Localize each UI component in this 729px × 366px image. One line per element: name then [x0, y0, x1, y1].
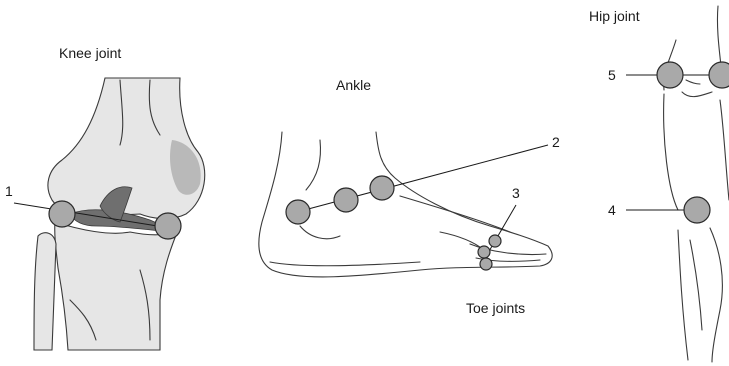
knee-joint-right	[155, 213, 181, 239]
knee-joint-left	[49, 201, 75, 227]
label-toe: Toe joints	[466, 300, 525, 316]
hip-illustration	[664, 6, 729, 362]
ankle-joint-1	[286, 200, 310, 224]
ankle-joint-2	[334, 188, 358, 212]
tibia	[55, 222, 178, 350]
hip-joint-left	[657, 62, 683, 88]
label-hip: Hip joint	[589, 8, 640, 24]
label-knee: Knee joint	[59, 45, 121, 61]
toe-joint-2	[478, 246, 490, 258]
marker-4: 4	[608, 202, 616, 218]
marker-1: 1	[5, 183, 13, 199]
hip-joint-right	[709, 62, 729, 88]
label-ankle: Ankle	[336, 77, 371, 93]
toe-joint-1	[489, 235, 501, 247]
marker-2: 2	[552, 134, 560, 150]
ankle-joint-3	[370, 176, 394, 200]
marker-5: 5	[608, 67, 616, 83]
leg-joint-4	[684, 197, 710, 223]
toe-joint-3	[480, 258, 492, 270]
fibula	[34, 233, 56, 350]
marker-3: 3	[512, 185, 520, 201]
